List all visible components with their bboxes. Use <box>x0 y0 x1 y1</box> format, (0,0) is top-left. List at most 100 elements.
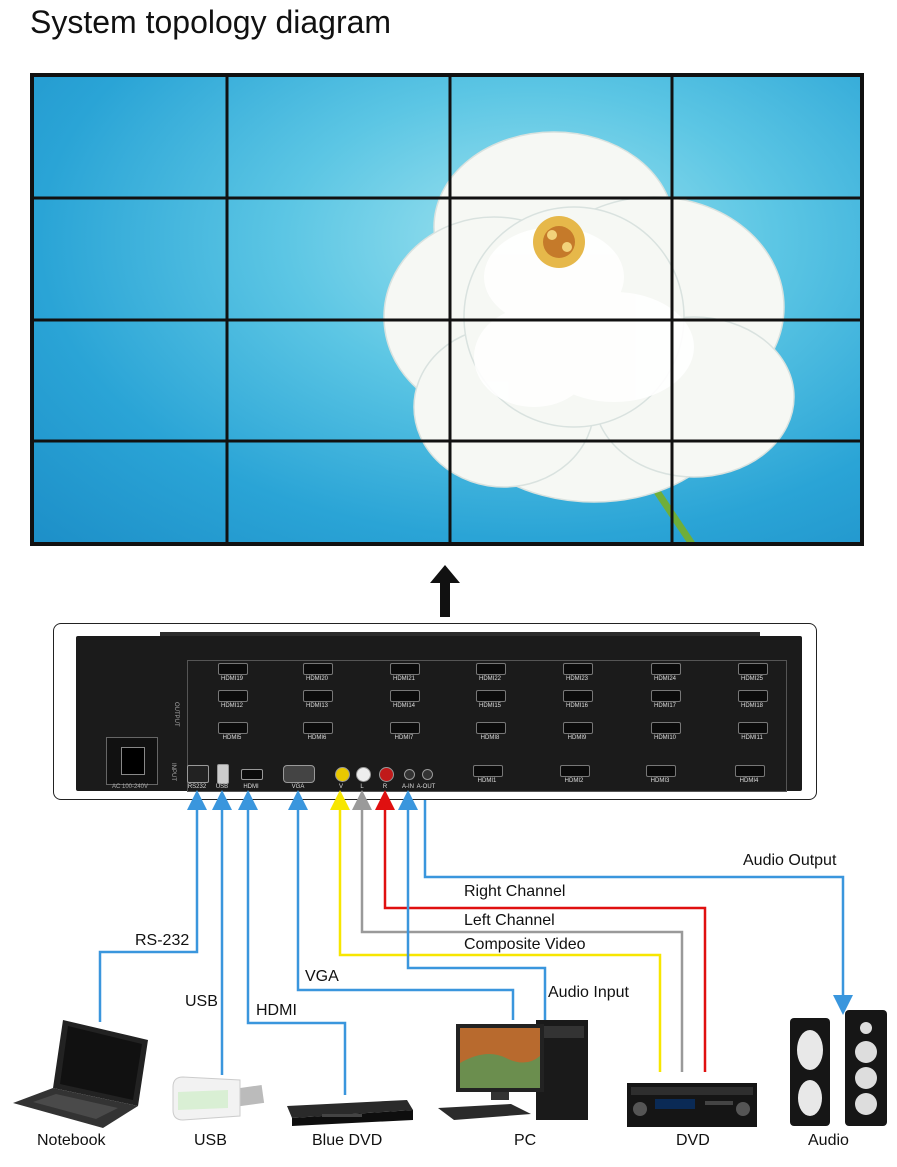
hdmi-port-label: HDMI6 <box>307 735 327 741</box>
usb-device-label: USB <box>194 1132 227 1149</box>
input-port-label: V <box>338 784 343 790</box>
input-port-label: USB <box>215 784 229 790</box>
input-port-l <box>355 766 371 782</box>
left-channel-label: Left Channel <box>464 912 555 929</box>
hdmi-port-label: HDMI17 <box>653 703 676 709</box>
usb-stick-icon <box>172 1076 265 1121</box>
hdmi-port-label: HDMI3 <box>650 778 670 784</box>
hdmi-port-label: HDMI11 <box>741 735 763 741</box>
hdmi-output-port <box>476 663 506 675</box>
pc-icon <box>438 1020 588 1120</box>
hdmi-connection-label: HDMI <box>256 1002 297 1019</box>
input-port-usb <box>217 764 229 784</box>
hdmi-output-port <box>303 663 333 675</box>
right-channel-label: Right Channel <box>464 883 566 900</box>
hdmi-output-port <box>651 690 681 702</box>
hdmi-output-port <box>390 690 420 702</box>
hdmi-port-label: HDMI12 <box>220 703 243 709</box>
hdmi-port-label: HDMI4 <box>739 778 759 784</box>
hdmi-port-label: HDMI7 <box>394 735 414 741</box>
hdmi-port-label: HDMI13 <box>305 703 328 709</box>
dvd-player-icon <box>627 1083 757 1127</box>
up-arrow-icon <box>430 565 460 617</box>
output-label: OUTPUT <box>173 702 179 727</box>
notebook-icon <box>13 1020 148 1128</box>
usb-connection-label: USB <box>185 993 218 1010</box>
power-socket-inner <box>121 747 145 775</box>
input-port-label: A-OUT <box>416 784 436 790</box>
input-label: INPUT <box>170 763 176 781</box>
hdmi-output-port <box>560 765 590 777</box>
pc-label: PC <box>514 1132 537 1149</box>
input-port-label: A-IN <box>402 784 414 790</box>
input-port-vga <box>283 765 315 783</box>
blue-dvd-player-icon <box>287 1100 413 1126</box>
power-socket <box>106 737 158 785</box>
audio-input-label: Audio Input <box>548 984 629 1001</box>
hdmi-output-port <box>218 690 248 702</box>
hdmi-output-port <box>390 663 420 675</box>
hdmi-port-label: HDMI10 <box>653 735 676 741</box>
hdmi-port-label: HDMI20 <box>305 676 328 682</box>
hdmi-output-port <box>303 690 333 702</box>
rs232-label: RS-232 <box>135 932 190 949</box>
hdmi-port-label: HDMI5 <box>222 735 242 741</box>
input-port-label: VGA <box>291 784 305 790</box>
rs232-line <box>98 790 207 1022</box>
hdmi-output-port <box>476 690 506 702</box>
right-channel-line <box>375 790 707 1072</box>
input-port-r <box>378 766 394 782</box>
hdmi-port-label: HDMI21 <box>392 676 415 682</box>
hdmi-port-label: HDMI8 <box>480 735 500 741</box>
input-port-a-out <box>421 768 433 780</box>
vga-line <box>288 790 515 1020</box>
hdmi-output-port <box>563 722 593 734</box>
hdmi-output-port <box>473 765 503 777</box>
hdmi-output-port <box>735 765 765 777</box>
hdmi-output-port <box>651 663 681 675</box>
audio-output-line <box>423 800 853 1015</box>
bezel-grid <box>34 77 860 542</box>
hdmi-output-port <box>651 722 681 734</box>
hdmi-output-port <box>476 722 506 734</box>
speakers-icon <box>790 1010 887 1126</box>
hdmi-port-label: HDMI22 <box>478 676 501 682</box>
flower-image <box>383 131 795 542</box>
vga-label: VGA <box>305 968 339 985</box>
notebook-label: Notebook <box>37 1132 106 1149</box>
hdmi-port-label: HDMI14 <box>392 703 415 709</box>
audio-output-label: Audio Output <box>743 852 837 869</box>
input-port-rs232 <box>187 765 209 783</box>
hdmi-port-label: HDMI1 <box>477 778 497 784</box>
hdmi-port-label: HDMI25 <box>740 676 763 682</box>
hdmi-output-port <box>218 722 248 734</box>
hdmi-port-label: HDMI15 <box>478 703 501 709</box>
hdmi-output-port <box>563 663 593 675</box>
hdmi-port-label: HDMI24 <box>653 676 676 682</box>
hdmi-output-port <box>218 663 248 675</box>
blue-dvd-label: Blue DVD <box>312 1132 383 1149</box>
hdmi-output-port <box>738 722 768 734</box>
hdmi-output-port <box>646 765 676 777</box>
input-port-label: RS232 <box>187 784 207 790</box>
left-channel-line <box>352 790 684 1072</box>
input-port-v <box>334 766 350 782</box>
dvd-label: DVD <box>676 1132 710 1149</box>
hdmi-output-port <box>738 690 768 702</box>
hdmi-output-port <box>303 722 333 734</box>
input-port-hdmi <box>241 768 263 780</box>
input-port-label: R <box>382 784 388 790</box>
hdmi-port-label: HDMI16 <box>565 703 588 709</box>
audio-label: Audio <box>808 1132 849 1149</box>
composite-video-label: Composite Video <box>464 936 586 953</box>
audio-input-line <box>398 790 547 1022</box>
hdmi-port-label: HDMI19 <box>220 676 243 682</box>
hdmi-port-label: HDMI9 <box>567 735 587 741</box>
diagram-title: System topology diagram <box>30 4 392 40</box>
hdmi-port-label: HDMI23 <box>565 676 588 682</box>
composite-video-line <box>330 790 662 1072</box>
hdmi-output-port <box>563 690 593 702</box>
hdmi-output-port <box>390 722 420 734</box>
input-port-label: HDMI <box>243 784 259 790</box>
